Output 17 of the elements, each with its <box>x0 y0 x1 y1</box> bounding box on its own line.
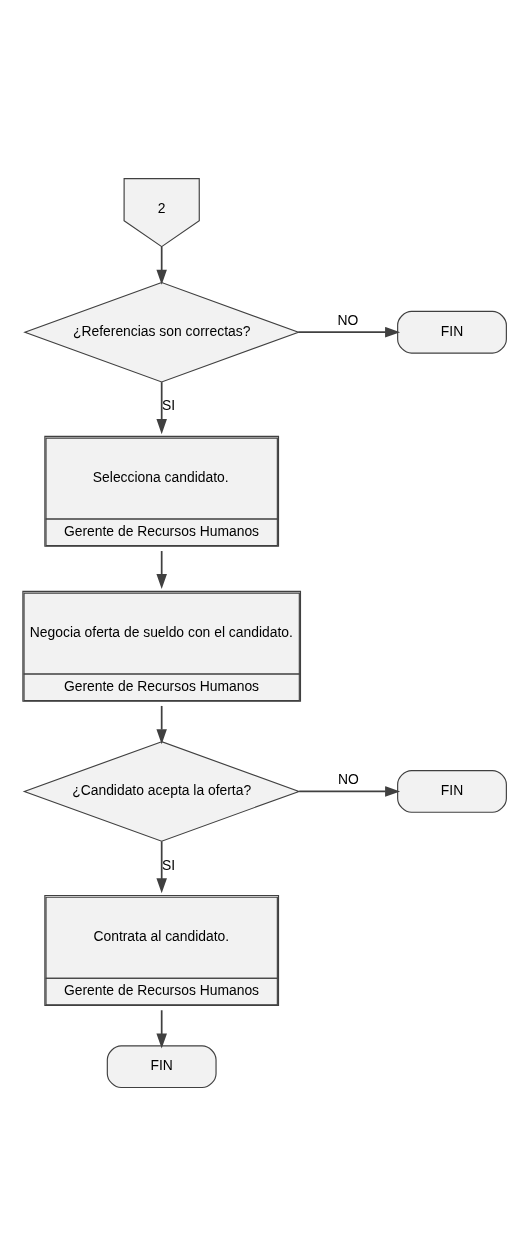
arrow <box>155 245 167 285</box>
node-diamond: ¿Candidato acepta la oferta? <box>22 741 301 842</box>
arrow <box>155 381 167 435</box>
arrow <box>155 550 167 590</box>
edge-label: SI <box>161 397 175 414</box>
node-diamond: ¿Referencias son correctas? <box>22 281 300 383</box>
node-box: FIN <box>396 770 507 813</box>
arrow <box>297 786 400 797</box>
edge-label: NO <box>337 311 358 328</box>
arrow <box>296 326 400 338</box>
edge-label: NO <box>337 771 359 788</box>
node-box: FIN <box>396 310 507 354</box>
arrow <box>155 705 167 745</box>
arrow <box>155 1009 167 1049</box>
node-box: FIN <box>106 1045 217 1089</box>
edge-label: SI <box>161 856 175 873</box>
arrow <box>155 840 167 894</box>
